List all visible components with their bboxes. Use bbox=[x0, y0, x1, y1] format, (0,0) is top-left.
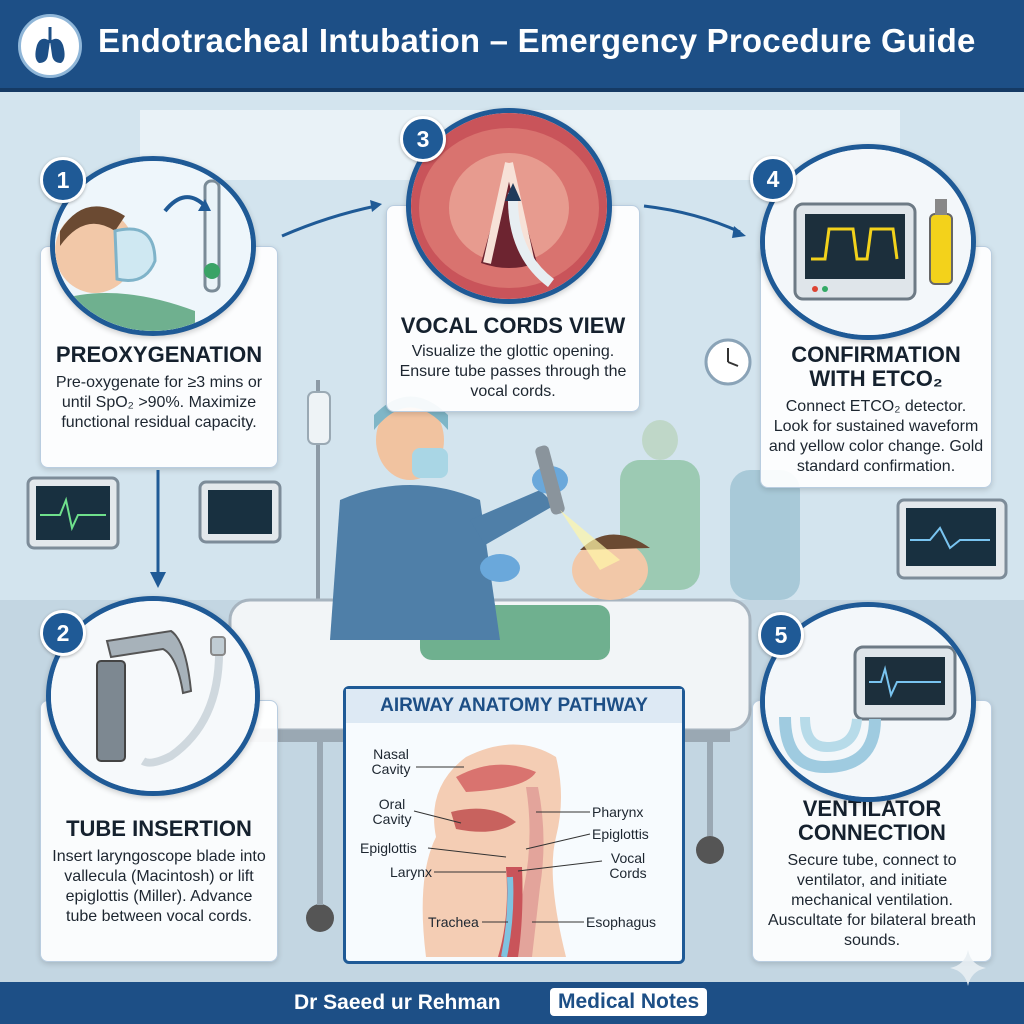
label-pharynx: Pharynx bbox=[592, 804, 644, 820]
medical-notes-badge: Medical Notes bbox=[550, 988, 708, 1016]
step-2-text: Insert laryngoscope blade into vallecula… bbox=[52, 848, 266, 926]
step-2-title: TUBE INSERTION bbox=[66, 816, 252, 841]
step-3-text: Visualize the glottic opening. Ensure tu… bbox=[399, 343, 627, 401]
vocal-cords-icon bbox=[406, 108, 612, 304]
airway-sagittal-diagram-icon bbox=[422, 744, 566, 957]
step-3-title: VOCAL CORDS VIEW bbox=[400, 313, 626, 338]
author-name: Dr Saeed ur Rehman bbox=[294, 991, 501, 1014]
label-oral-cavity: Oral Cavity bbox=[372, 796, 412, 828]
airway-anatomy-panel: AIRWAY ANATOMY PATHWAY Nasal Cavity Oral… bbox=[343, 686, 685, 964]
sparkle-icon bbox=[950, 950, 986, 986]
label-epiglottis-right: Epiglottis bbox=[592, 826, 649, 842]
title-bar: Endotracheal Intubation – Emergency Proc… bbox=[0, 0, 1024, 92]
step-5-title: VENTILATOR CONNECTION bbox=[798, 796, 946, 846]
step-4-text: Connect ETCO₂ detector. Look for sustain… bbox=[768, 398, 984, 476]
anatomy-title: AIRWAY ANATOMY PATHWAY bbox=[346, 689, 682, 723]
page-title: Endotracheal Intubation – Emergency Proc… bbox=[98, 22, 976, 59]
capnography-monitor-icon bbox=[760, 144, 976, 340]
arrow-step3-to-step4 bbox=[643, 204, 746, 238]
step-2-number-badge: 2 bbox=[40, 610, 86, 656]
lungs-icon bbox=[18, 14, 82, 78]
step-4-number-badge: 4 bbox=[750, 156, 796, 202]
arrow-step1-to-step3 bbox=[281, 200, 382, 238]
arrow-step1-to-step2 bbox=[150, 470, 166, 588]
step-3-number-badge: 3 bbox=[400, 116, 446, 162]
step-5-number-badge: 5 bbox=[758, 612, 804, 658]
label-esophagus: Esophagus bbox=[586, 914, 657, 930]
footer-bar: Dr Saeed ur Rehman Medical Notes bbox=[0, 982, 1024, 1024]
step-1-title: PREOXYGENATION bbox=[55, 342, 263, 367]
step-1-text: Pre-oxygenate for ≥3 mins or until SpO₂ … bbox=[55, 374, 263, 432]
step-5-text: Secure tube, connect to ventilator, and … bbox=[767, 852, 977, 950]
label-larynx: Larynx bbox=[390, 864, 433, 880]
label-nasal-cavity: Nasal Cavity bbox=[371, 746, 411, 778]
label-vocal-cords: Vocal Cords bbox=[609, 850, 647, 882]
label-epiglottis-left: Epiglottis bbox=[360, 840, 417, 856]
oxygen-mask-icon bbox=[50, 156, 256, 336]
step-4-title: CONFIRMATION WITH ETCO₂ bbox=[791, 342, 961, 392]
step-1-number-badge: 1 bbox=[40, 157, 86, 203]
label-trachea: Trachea bbox=[428, 914, 479, 930]
anatomy-leader-lines bbox=[413, 766, 603, 923]
